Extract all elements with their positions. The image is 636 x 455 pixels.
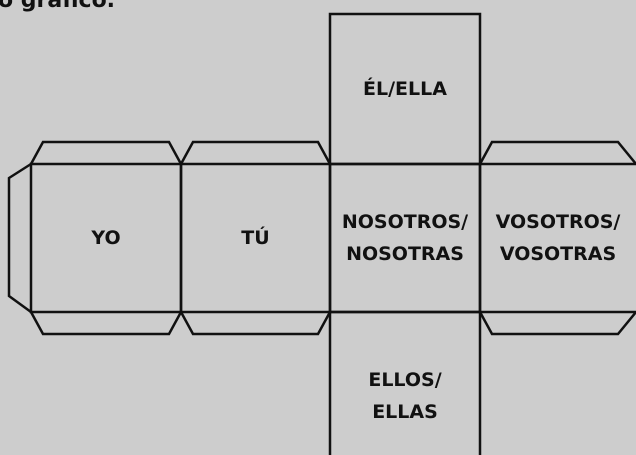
label-el-ella: ÉL/ELLA [330,14,480,164]
label-ellos: ELLOS/ ELLAS [330,348,480,444]
label-vosotros: VOSOTROS/ VOSOTRAS [480,164,636,312]
label-ellos-line1: ELLOS/ [368,369,442,391]
face-right [478,162,636,314]
label-nosotros: NOSOTROS/ NOSOTRAS [330,164,480,312]
label-vosotros-line1: VOSOTROS/ [495,211,621,233]
label-el-ella-line1: ÉL/ELLA [363,78,447,100]
label-nosotros-line1: NOSOTROS/ [341,211,469,233]
label-nosotros-line2: NOSOTRAS [346,243,464,265]
label-vosotros-line2: VOSOTRAS [499,243,617,265]
label-tu-line1: TÚ [241,227,270,249]
label-yo: YO [31,164,181,312]
tab-right-bottom [478,311,636,336]
tab-tu-bottom [179,311,332,336]
label-ellos-line2: ELLAS [372,401,438,423]
label-tu: TÚ [181,164,330,312]
label-yo-line1: YO [91,227,121,249]
tab-yo-bottom [29,311,183,336]
tab-left [7,162,32,314]
header-text: o gráfico. [0,0,116,13]
tab-yo-top [29,140,183,165]
tab-tu-top [179,140,332,165]
tab-right-top [478,140,636,165]
